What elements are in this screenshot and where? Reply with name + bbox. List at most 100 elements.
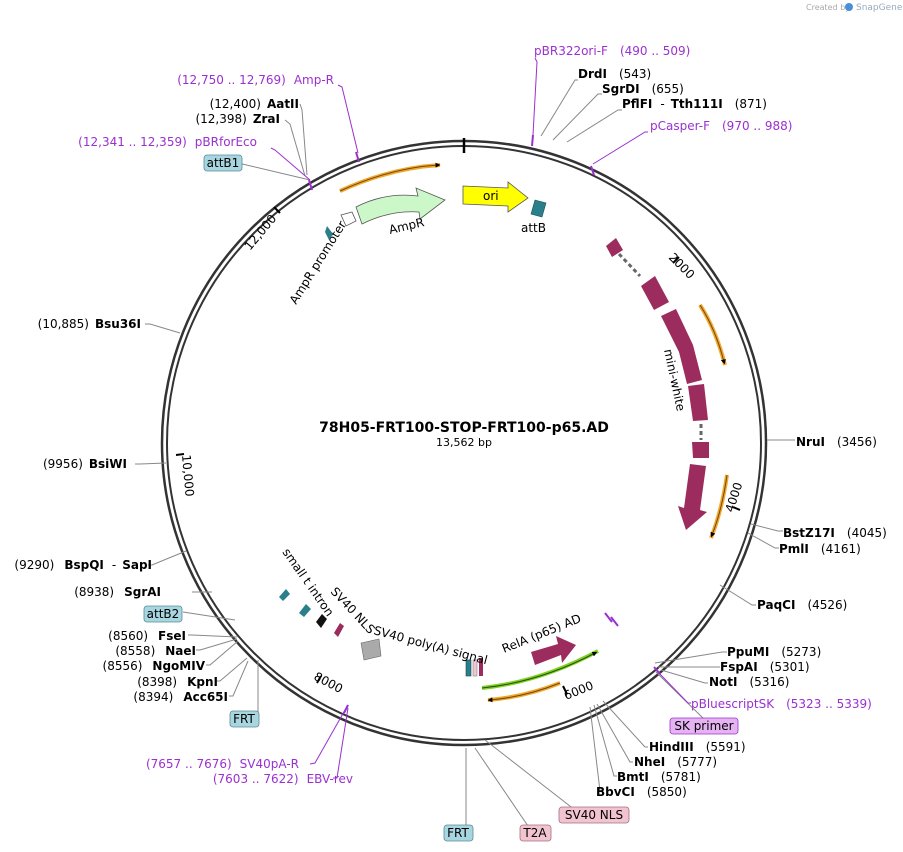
rela-feature[interactable]: RelA (p65) AD [500,611,583,665]
site-noti[interactable]: NotI [709,675,738,689]
svg-text:NheI(5777): NheI(5777) [634,755,717,769]
svg-text:T2A: T2A [522,826,547,840]
attb-label: attB [521,221,546,235]
site-pflfi[interactable]: PflFI [622,97,652,111]
ampr-feature[interactable]: AmpR [355,187,446,237]
primer-ebv-rev[interactable]: EBV-rev [307,772,353,786]
attb-feature[interactable]: attB [521,199,547,235]
tag-sk-primer[interactable]: SK primer [669,717,739,735]
svg-text:FRT: FRT [447,826,469,840]
primer-pbrforeco[interactable]: pBRforEco [195,135,257,149]
primer-amp-r[interactable]: Amp-R [294,73,334,87]
site-sgrdi[interactable]: SgrDI [602,82,640,96]
tag-attb2[interactable]: attB2 [143,605,183,623]
svg-text:(8398)KpnI: (8398)KpnI [137,675,218,689]
site-sgrai[interactable]: SgrAI [124,585,161,599]
plasmid-name: 78H05-FRT100-STOP-FRT100-p65.AD [319,420,609,436]
site-bsu36i[interactable]: Bsu36I [95,317,141,331]
svg-text:PpuMI(5273): PpuMI(5273) [727,645,821,659]
site-pmli[interactable]: PmlI [779,542,809,556]
mini-white-feature[interactable]: mini-white [606,238,709,530]
brand-text: SnapGene [856,3,903,13]
site-leaders [135,79,795,827]
svg-text:(12,400)AatII: (12,400)AatII [210,97,299,111]
svg-text:(12,750 .. 12,769)Amp-R: (12,750 .. 12,769)Amp-R [177,73,334,87]
site-bbvci[interactable]: BbvCI [596,785,635,799]
site-bstz17i[interactable]: BstZ17I [783,526,835,540]
svg-text:SV40 NLS: SV40 NLS [565,808,623,822]
plasmid-length: 13,562 bp [436,436,492,449]
svg-text:(9956)BsiWI: (9956)BsiWI [43,457,127,471]
svg-text:(10,885)Bsu36I: (10,885)Bsu36I [38,317,141,331]
site-naei[interactable]: NaeI [165,644,196,658]
svg-text:attB1: attB1 [207,156,240,170]
svg-text:(7657 .. 7676)SV40pA-R: (7657 .. 7676)SV40pA-R [146,757,299,771]
tag-frt-left[interactable]: FRT [229,710,260,728]
amp-r-primer-arrow [339,163,441,193]
svg-text:pBluescriptSK(5323 .. 5339): pBluescriptSK(5323 .. 5339) [691,697,872,711]
svg-text:attB2: attB2 [147,607,180,621]
ampr-promoter-label: AmpR promoter [287,218,349,306]
tag-attb1[interactable]: attB1 [203,154,243,172]
frt-t2a-nls-cluster [465,658,483,677]
snapgene-logo [845,3,853,11]
site-bsiwi[interactable]: BsiWI [89,457,127,471]
svg-text:PflFI-Tth111I(871): PflFI-Tth111I(871) [622,97,767,111]
ori-label: ori [483,189,499,203]
site-bmti[interactable]: BmtI [617,770,649,784]
svg-text:FRT: FRT [233,712,255,726]
tick-10000: 10,000 [179,454,197,497]
site-kpni[interactable]: KpnI [187,675,218,689]
svg-text:pBR322ori-F(490 .. 509): pBR322ori-F(490 .. 509) [534,44,690,58]
svg-text:SgrDI(655): SgrDI(655) [602,82,684,96]
svg-text:pCasper-F(970 .. 988): pCasper-F(970 .. 988) [650,119,792,133]
svg-text:BstZ17I(4045): BstZ17I(4045) [783,526,887,540]
site-fsei[interactable]: FseI [158,629,186,643]
svg-text:(8938)SgrAI: (8938)SgrAI [74,585,161,599]
sv40-polya-label: SV40 poly(A) signal [372,623,489,667]
svg-text:BbvCI(5850): BbvCI(5850) [596,785,687,799]
svg-text:(12,341 .. 12,359)pBRforEco: (12,341 .. 12,359)pBRforEco [78,135,257,149]
primer-pbluescriptsk[interactable]: pBluescriptSK [691,697,775,711]
site-fspai[interactable]: FspAI [720,660,758,674]
attb1-marker [325,226,333,240]
svg-text:NotI(5316): NotI(5316) [709,675,789,689]
site-paqci[interactable]: PaqCI [757,598,795,612]
site-nhei[interactable]: NheI [634,755,665,769]
scale-ticks: 4000 2000 6000 8000 10,000 12,000 [175,206,745,703]
site-drdi[interactable]: DrdI [578,67,607,81]
site-labels: DrdI(543) SgrDI(655) PflFI-Tth111I(871) … [14,67,886,799]
ampr-promoter-feature[interactable]: AmpR promoter [287,211,357,307]
svg-text:SK primer: SK primer [674,719,733,733]
ori-feature[interactable]: ori [462,181,529,213]
site-ngomiv[interactable]: NgoMIV [152,659,205,673]
site-ppumi[interactable]: PpuMI [727,645,769,659]
sv40-nls-small-t-cluster [279,589,344,637]
tick-6000: 6000 [562,678,596,702]
site-bspqi[interactable]: BspQI [64,558,104,572]
primer-pbr322ori-f[interactable]: pBR322ori-F [534,44,608,58]
primer-labels: pBR322ori-F(490 .. 509) pCasper-F(970 ..… [78,44,872,786]
site-tth111i[interactable]: Tth111I [671,97,723,111]
site-hindiii[interactable]: HindIII [649,740,694,754]
svg-text:BmtI(5781): BmtI(5781) [617,770,701,784]
svg-text:(8560)FseI: (8560)FseI [108,629,186,643]
site-aatii[interactable]: AatII [267,97,299,111]
tag-sv40-nls[interactable]: SV40 NLS [558,806,630,824]
site-nrui[interactable]: NruI [796,435,825,449]
credit-text: Created by [806,3,850,12]
svg-text:(8556)NgoMIV: (8556)NgoMIV [103,659,206,673]
primer-pcasper-f[interactable]: pCasper-F [650,119,710,133]
sv40-polya-feature[interactable] [360,638,382,661]
tag-frt-bottom[interactable]: FRT [443,824,474,842]
tag-t2a[interactable]: T2A [519,824,552,842]
site-zrai[interactable]: ZraI [253,112,280,126]
svg-text:PmlI(4161): PmlI(4161) [779,542,861,556]
orange-arrow-upper [698,303,727,366]
svg-text:(8394)Acc65I: (8394)Acc65I [133,690,228,704]
primer-sv40pa-r[interactable]: SV40pA-R [240,757,299,771]
svg-text:PaqCI(4526): PaqCI(4526) [757,598,847,612]
site-acc65i[interactable]: Acc65I [183,690,228,704]
site-sapi[interactable]: SapI [122,558,152,572]
